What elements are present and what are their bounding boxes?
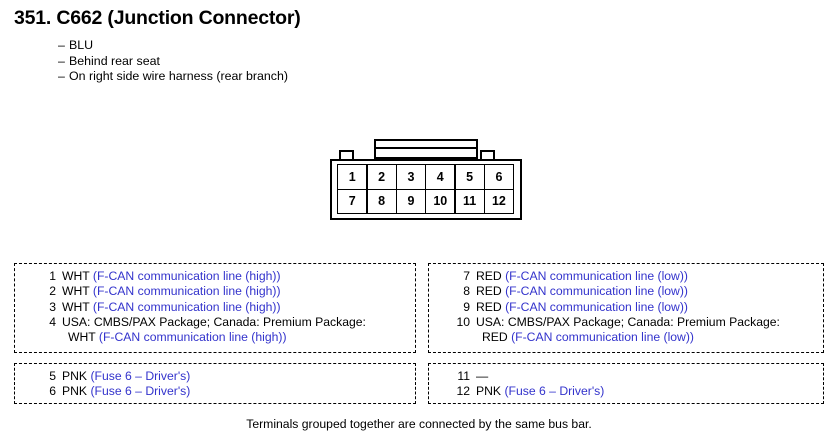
pin-list-top-left: 1 WHT (F-CAN communication line (high)) … [14,269,416,345]
pin-group-box-bottom-right [428,363,824,404]
pin-number: 1 [49,269,56,283]
pin-group-box-bottom-left [14,363,416,404]
pin-wire-color: RED [476,284,506,299]
pin-number: 4 [49,314,56,329]
connector-pin-8: 8 [366,188,397,214]
pin-wire-color: WHT [62,299,93,314]
pin-entry: 7 RED (F-CAN communication line (low)) [428,269,824,284]
connector-pin-9: 9 [395,188,426,214]
connector-pin-10: 10 [425,188,456,214]
pin-entry: 1 WHT (F-CAN communication line (high)) [14,269,416,284]
pin-description: PNK (Fuse 6 – Driver's) [476,384,824,399]
pin-number: 11 [457,369,470,383]
pin-description: RED (F-CAN communication line (low)) [476,284,824,299]
pin-wire-color: PNK [62,369,91,383]
connector-pin-grid: 1 2 3 4 5 6 7 8 9 10 11 12 [337,164,514,214]
connector-pin-1: 1 [337,164,368,190]
pin-description: USA: CMBS/PAX Package; Canada: Premium P… [476,314,780,329]
connector-shroud [374,139,478,159]
pin-circuit-note: (Fuse 6 – Driver's) [504,384,605,399]
connector-pin-4: 4 [425,164,456,190]
pin-entry-continuation: WHT (F-CAN communication line (high)) [14,330,416,345]
pin-entry: 6 PNK (Fuse 6 – Driver's) [14,384,416,399]
pin-wire-color: PNK [476,384,505,399]
pin-entry: 4 USA: CMBS/PAX Package; Canada: Premium… [14,315,416,330]
connector-note-label: On right side wire harness (rear branch) [69,69,288,84]
bullet-dash: – [58,53,65,68]
pin-number: 7 [463,269,470,283]
pin-circuit-note: (F-CAN communication line (high)) [92,299,281,314]
pin-description: RED (F-CAN communication line (low)) [476,269,824,284]
pin-entry-continuation: RED (F-CAN communication line (low)) [428,330,824,345]
pin-number: 12 [456,384,470,399]
pin-wire-color: RED [476,299,506,314]
pin-wire-color: PNK [62,384,91,399]
connector-note-label: BLU [69,38,94,52]
connector-note: –On right side wire harness (rear branch… [58,69,288,85]
connector-notes: –BLU –Behind rear seat –On right side wi… [58,38,288,85]
pin-description: — [476,369,489,383]
pin-list-bottom-left: 5 PNK (Fuse 6 – Driver's) 6 PNK (Fuse 6 … [14,369,416,400]
connector-pin-5: 5 [454,164,485,190]
pin-number: 9 [463,299,470,314]
pin-entry: 12 PNK (Fuse 6 – Driver's) [428,384,824,399]
connector-note: –Behind rear seat [58,54,288,70]
pin-wire-color: WHT [62,284,93,299]
pin-entry: 9 RED (F-CAN communication line (low)) [428,300,824,315]
pin-entry: 3 WHT (F-CAN communication line (high)) [14,300,416,315]
pin-entry: 11 — [428,369,824,384]
pin-group-box-top-left [14,263,416,353]
pin-description: USA: CMBS/PAX Package; Canada: Premium P… [62,314,366,329]
connector-pin-7: 7 [337,188,368,214]
pin-description: PNK (Fuse 6 – Driver's) [62,369,416,384]
bullet-dash: – [58,69,65,84]
connector-diagram: 1 2 3 4 5 6 7 8 9 10 11 12 [330,139,522,220]
pin-entry: 2 WHT (F-CAN communication line (high)) [14,284,416,299]
pin-number: 3 [49,299,56,314]
pin-circuit-note: (F-CAN communication line (low)) [511,330,694,345]
pin-group-box-top-right [428,263,824,353]
pin-description: RED (F-CAN communication line (low)) [476,300,824,315]
pin-circuit-note: (F-CAN communication line (low)) [505,299,688,314]
connector-pin-6: 6 [483,164,514,190]
pin-number: 10 [456,314,470,329]
pin-number: 6 [49,384,56,399]
pin-wire-color: WHT [68,330,99,345]
pin-circuit-note: (F-CAN communication line (high)) [92,284,281,299]
pin-wire-color: RED [476,269,506,283]
pin-number: 8 [463,284,470,299]
connector-pin-3: 3 [395,164,426,190]
page-title: 351. C662 (Junction Connector) [14,7,301,29]
connector-pin-11: 11 [454,188,485,214]
pin-circuit-note: (F-CAN communication line (low)) [505,284,688,299]
pin-number: 2 [49,284,56,299]
pin-wire-color: WHT [62,269,93,283]
pin-circuit-note: (F-CAN communication line (high)) [92,269,281,283]
pin-list-bottom-right: 11 — 12 PNK (Fuse 6 – Driver's) [428,369,824,400]
pin-entry: 5 PNK (Fuse 6 – Driver's) [14,369,416,384]
pin-description: WHT (F-CAN communication line (high)) [62,284,416,299]
pin-entry: 8 RED (F-CAN communication line (low)) [428,284,824,299]
pin-wire-color: RED [482,330,512,345]
bullet-dash: – [58,38,65,52]
pin-circuit-note: (F-CAN communication line (low)) [505,269,688,283]
connector-pin-2: 2 [366,164,397,190]
connector-note: –BLU [58,38,288,54]
connector-shroud-line [376,146,476,149]
pin-description: WHT (F-CAN communication line (high)) [62,300,416,315]
pin-circuit-note: (F-CAN communication line (high)) [98,330,287,345]
connector-pin-12: 12 [483,188,514,214]
pin-circuit-note: (Fuse 6 – Driver's) [90,369,191,383]
connector-note-label: Behind rear seat [69,53,160,68]
pin-number: 5 [49,369,56,383]
pin-list-top-right: 7 RED (F-CAN communication line (low)) 8… [428,269,824,345]
pin-circuit-note: (Fuse 6 – Driver's) [90,384,191,399]
pin-description: PNK (Fuse 6 – Driver's) [62,384,416,399]
pin-description: WHT (F-CAN communication line (high)) [62,269,416,284]
bus-bar-caption: Terminals grouped together are connected… [246,417,592,431]
pin-entry: 10 USA: CMBS/PAX Package; Canada: Premiu… [428,315,824,330]
